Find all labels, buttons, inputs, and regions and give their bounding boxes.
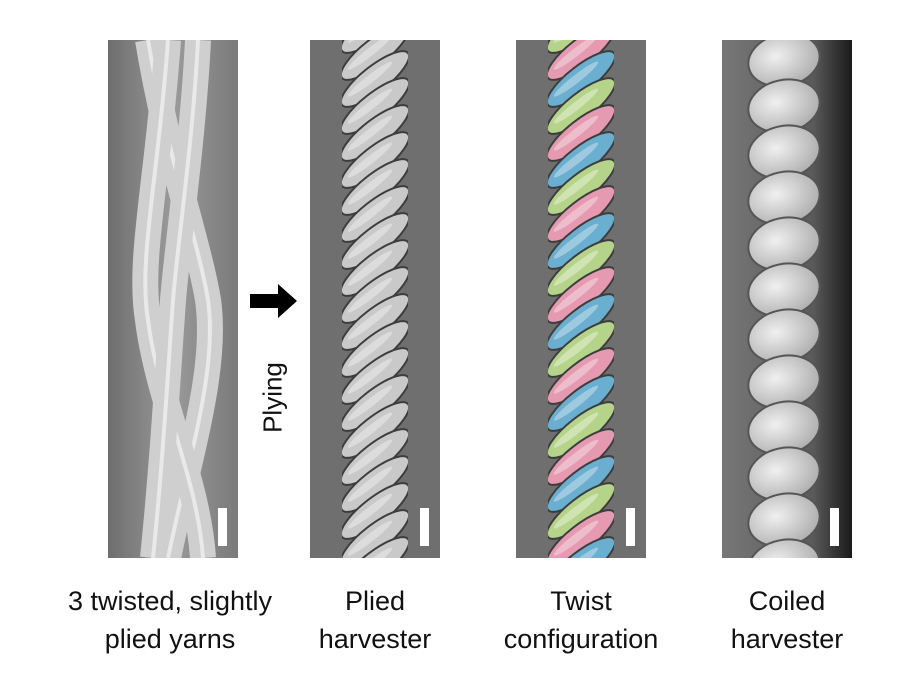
- segment-highlight: [553, 385, 599, 421]
- segment-highlight: [347, 439, 393, 475]
- segment-highlight: [553, 439, 599, 475]
- segment-highlight: [347, 304, 393, 340]
- segment-highlight: [553, 304, 599, 340]
- scale-bar: [626, 508, 635, 546]
- arrow-right-icon: [250, 284, 297, 318]
- segment-highlight: [553, 493, 599, 529]
- segment-highlight: [347, 40, 393, 70]
- segment-highlight: [553, 142, 599, 178]
- segment-highlight: [553, 196, 599, 232]
- background-left: [310, 40, 342, 558]
- coil-turn: [747, 538, 821, 558]
- segment-highlight: [553, 331, 599, 367]
- background-left: [516, 40, 548, 558]
- segment-highlight: [347, 169, 393, 205]
- segment-highlight: [553, 547, 599, 558]
- segment-highlight: [347, 520, 393, 556]
- segment-highlight: [347, 547, 393, 558]
- label-twist-configuration: Twist configuration: [503, 586, 659, 654]
- scale-bar: [218, 508, 227, 546]
- segment-highlight: [553, 169, 599, 205]
- plying-label: Plying: [257, 362, 288, 433]
- segment-highlight: [347, 331, 393, 367]
- segment-highlight: [347, 493, 393, 529]
- label-plied-harvester: Plied harvester: [318, 586, 432, 654]
- segment-highlight: [553, 88, 599, 124]
- segment-highlight: [553, 520, 599, 556]
- segment-highlight: [347, 223, 393, 259]
- segment-highlight: [553, 412, 599, 448]
- segment-highlight: [553, 61, 599, 97]
- background-right: [408, 40, 440, 558]
- segment-highlight: [347, 115, 393, 151]
- background-right: [614, 40, 646, 558]
- segment-highlight: [553, 223, 599, 259]
- yarn-highlight: [143, 40, 205, 558]
- segment-highlight: [347, 250, 393, 286]
- sem-image-slightly-plied: [108, 40, 238, 558]
- segment-highlight: [347, 412, 393, 448]
- label-coiled-harvester: Coiled harvester: [730, 586, 844, 654]
- segment-highlight: [347, 466, 393, 502]
- segment-highlight: [347, 196, 393, 232]
- segment-highlight: [553, 250, 599, 286]
- segment-highlight: [553, 358, 599, 394]
- segment-highlight: [347, 88, 393, 124]
- sem-image-twist-configuration: [516, 40, 646, 558]
- segment-highlight: [347, 142, 393, 178]
- segment-highlight: [553, 115, 599, 151]
- yarn-highlight: [151, 40, 200, 558]
- segment-highlight: [347, 385, 393, 421]
- sem-image-coiled-harvester: [722, 40, 852, 558]
- segment-highlight: [553, 466, 599, 502]
- segment-highlight: [553, 277, 599, 313]
- segment-highlight: [347, 358, 393, 394]
- sem-image-plied-harvester: [310, 40, 440, 558]
- segment-highlight: [347, 277, 393, 313]
- segment-highlight: [347, 61, 393, 97]
- label-slightly-plied: 3 twisted, slightly plied yarns: [67, 586, 273, 654]
- scale-bar: [830, 508, 839, 546]
- segment-highlight: [553, 40, 599, 70]
- scale-bar: [420, 508, 429, 546]
